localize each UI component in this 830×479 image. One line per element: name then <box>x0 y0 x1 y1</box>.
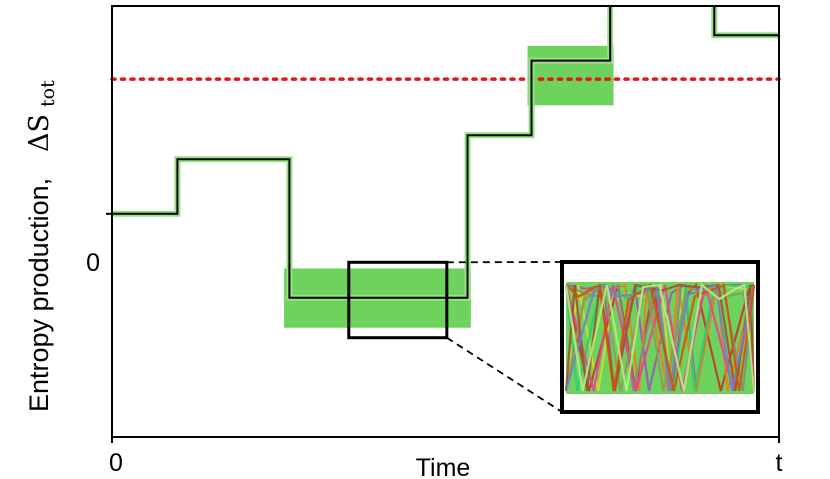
x-tick-label-0: 0 <box>109 449 123 477</box>
inset-trace-8 <box>564 283 755 392</box>
zoom-connector-bottom <box>446 336 563 413</box>
uncertainty-band-1 <box>527 46 614 106</box>
series-group <box>112 6 779 301</box>
plot-frame <box>111 5 780 438</box>
y-axis-subscript: tot <box>37 80 59 107</box>
y-axis-label: Entropy production, ΔS tot <box>24 80 59 412</box>
inset-frame <box>560 260 760 414</box>
zoom-group <box>347 260 563 413</box>
y-axis-symbol: ΔS <box>24 114 55 152</box>
y-tick-label-0: 0 <box>86 249 100 277</box>
inset-trace-6 <box>564 284 756 392</box>
y-axis-label-text: Entropy production, <box>24 178 54 412</box>
x-axis-label: Time <box>416 454 471 479</box>
zoom-box <box>347 260 449 340</box>
inset-group <box>560 260 760 414</box>
series-line-0 <box>112 6 779 299</box>
inset-trace-11 <box>564 282 756 392</box>
inset-trace-10 <box>565 283 756 392</box>
series-halo-0 <box>112 6 779 301</box>
x-tick-label-t: t <box>776 449 783 477</box>
axis-ticks <box>106 212 780 443</box>
